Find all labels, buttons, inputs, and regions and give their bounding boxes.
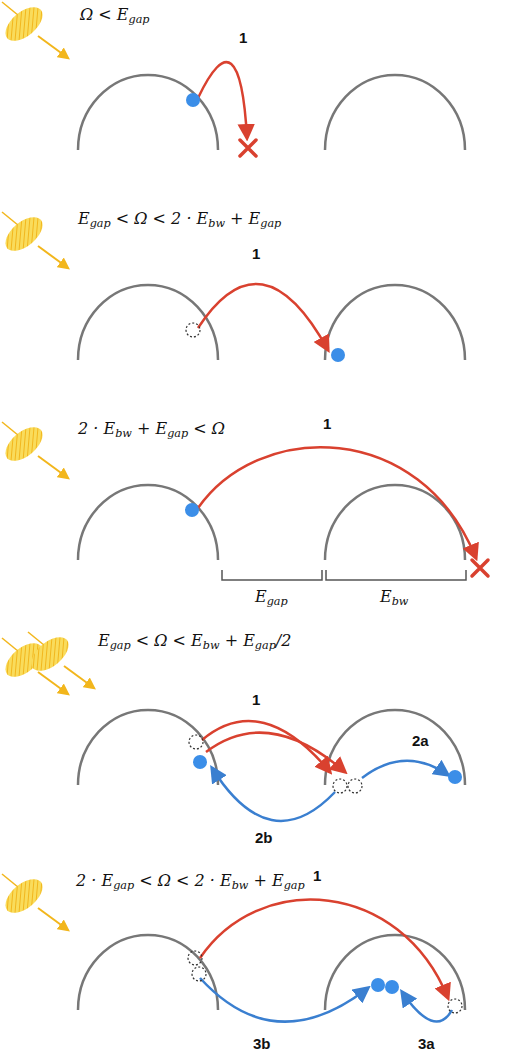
callout-number: 1 [252,246,260,263]
callout-number: 1 [239,30,247,47]
holes [186,323,462,1013]
energy-brackets [222,570,466,580]
energy-condition: Ω < Egap [80,6,150,27]
energy-condition: Egap < Ω < Ebw + Egap/2 [98,632,291,653]
callout-number: 1 [323,416,331,433]
blocked-marks [240,140,488,576]
energy-condition: Egap [255,588,288,609]
light-flashes [0,1,94,930]
electrons [185,93,462,994]
callout-number: 1 [252,692,260,709]
energy-condition: 2 · Egap < Ω < 2 · Ebw + Egap [76,872,305,893]
energy-condition: Egap < Ω < 2 · Ebw + Egap [78,210,281,231]
callout-number: 3a [418,1036,435,1053]
energy-condition: 2 · Ebw + Egap < Ω [78,420,225,441]
transition-arrows [198,62,476,1022]
callout-number: 2b [255,830,273,847]
callout-number: 2a [412,733,429,750]
energy-condition: Ebw [380,588,408,609]
callout-number: 1 [313,868,321,885]
band-arcs [78,75,465,1010]
callout-number: 3b [253,1036,271,1053]
